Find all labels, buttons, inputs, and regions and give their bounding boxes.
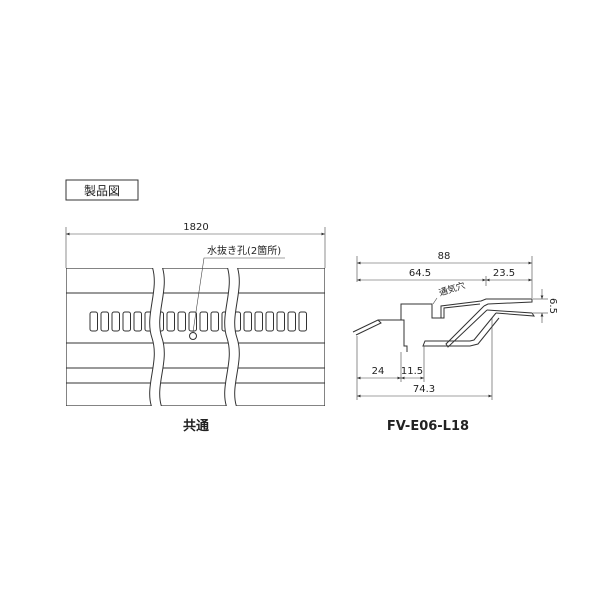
vent-slot (100, 311, 109, 332)
dim-6-5-label: 6.5 (547, 298, 558, 314)
dim-24-label: 24 (372, 366, 385, 377)
vent-slot (298, 311, 307, 332)
vent-slot (188, 311, 197, 332)
dim-88-label: 88 (438, 251, 451, 262)
front-view: 1820 (65, 222, 326, 434)
dim-74-3-label: 74.3 (413, 384, 435, 395)
vent-slot (166, 311, 175, 332)
drawing-header: 製品図 (65, 179, 139, 201)
front-width-label: 1820 (183, 222, 208, 233)
header-box (65, 179, 139, 201)
section-view-caption: FV-E06-L18 (387, 419, 469, 434)
vent-slot (199, 311, 208, 332)
vent-slot (89, 311, 98, 332)
vent-slot (287, 311, 296, 332)
drain-hole-callout: 水抜き孔(2箇所) (207, 244, 281, 257)
vent-slot (276, 311, 285, 332)
vent-slot (243, 311, 252, 332)
vent-hole-label: 通気穴 (437, 279, 466, 299)
section-view: 88 64.5 23.5 通気穴 6.5 24 (352, 251, 558, 434)
vent-slot (177, 311, 186, 332)
drain-hole-leader (192, 257, 285, 333)
vent-slot (122, 311, 131, 332)
vent-slot (265, 311, 274, 332)
vent-slot (254, 311, 263, 332)
front-view-caption: 共通 (183, 418, 209, 434)
drain-hole-icon (189, 332, 197, 340)
break-lines (149, 268, 240, 406)
front-panel-body (66, 268, 325, 406)
header-label: 製品図 (84, 184, 120, 198)
vent-slot (210, 311, 219, 332)
vent-slot (111, 311, 120, 332)
dim-64-5-label: 64.5 (409, 268, 431, 279)
vent-slot (133, 311, 142, 332)
dim-23-5-label: 23.5 (493, 268, 515, 279)
section-profile (352, 298, 535, 352)
dim-11-5-label: 11.5 (401, 366, 423, 377)
